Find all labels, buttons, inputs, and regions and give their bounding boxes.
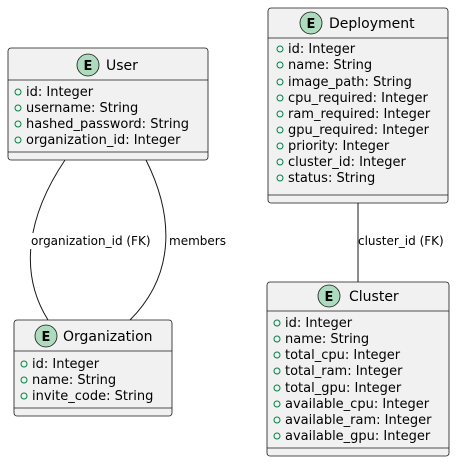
entity-title: Deployment <box>329 16 415 32</box>
attribute: priority: Integer <box>288 139 390 154</box>
attribute: total_ram: Integer <box>285 364 403 379</box>
public-circle-icon <box>273 367 281 375</box>
attribute: total_cpu: Integer <box>285 348 401 363</box>
entity-title: User <box>106 58 138 74</box>
public-circle-icon <box>20 360 28 368</box>
public-circle-icon <box>273 432 281 440</box>
relation-label-members: members <box>169 234 226 248</box>
attribute: organization_id: Integer <box>26 133 181 148</box>
entity-box <box>266 281 450 457</box>
public-circle-icon <box>276 45 284 53</box>
public-circle-icon <box>14 120 22 128</box>
attribute: available_cpu: Integer <box>285 397 430 412</box>
attribute: image_path: String <box>288 75 412 90</box>
relation-label-cluster-fk: cluster_id (FK) <box>358 234 444 248</box>
attribute: name: String <box>288 58 372 73</box>
entity-badge-icon <box>34 324 58 348</box>
entity-badge-icon <box>76 53 100 77</box>
entity-user[interactable]: E User id: Integer username: String hash… <box>7 47 209 161</box>
entity-title: Cluster <box>349 289 399 305</box>
relation-line-user-organization-members <box>129 159 167 321</box>
attribute-list: id: Integer username: String hashed_pass… <box>14 85 189 148</box>
attribute-list: id: Integer name: String total_cpu: Inte… <box>273 316 432 444</box>
public-circle-icon <box>276 142 284 150</box>
attribute: id: Integer <box>32 357 100 372</box>
public-circle-icon <box>273 400 281 408</box>
attribute-list: id: Integer name: String image_path: Str… <box>276 42 431 186</box>
entity-organization[interactable]: E Organization id: Integer name: String … <box>13 319 173 417</box>
entity-badge-letter: E <box>84 59 93 74</box>
public-circle-icon <box>273 335 281 343</box>
public-circle-icon <box>276 94 284 102</box>
entity-badge-letter: E <box>307 17 316 32</box>
public-circle-icon <box>276 126 284 134</box>
entity-badge-icon <box>317 284 341 308</box>
relation-label-organization-fk: organization_id (FK) <box>31 234 151 248</box>
public-circle-icon <box>273 319 281 327</box>
attribute: id: Integer <box>285 316 353 331</box>
entity-box <box>267 7 449 204</box>
public-circle-icon <box>14 104 22 112</box>
public-circle-icon <box>20 376 28 384</box>
public-circle-icon <box>273 351 281 359</box>
attribute: hashed_password: String <box>26 117 189 132</box>
attribute: id: Integer <box>288 42 356 57</box>
attribute: ram_required: Integer <box>288 107 431 122</box>
public-circle-icon <box>276 78 284 86</box>
attribute: cluster_id: Integer <box>288 155 407 170</box>
public-circle-icon <box>276 61 284 69</box>
entity-badge-letter: E <box>325 290 334 305</box>
attribute: available_ram: Integer <box>285 413 432 428</box>
public-circle-icon <box>273 416 281 424</box>
entity-cluster[interactable]: E Cluster id: Integer name: String total… <box>266 281 450 457</box>
attribute: total_gpu: Integer <box>285 381 402 396</box>
public-circle-icon <box>276 158 284 166</box>
public-circle-icon <box>20 392 28 400</box>
public-circle-icon <box>276 174 284 182</box>
attribute-list: id: Integer name: String invite_code: St… <box>20 357 153 404</box>
attribute: name: String <box>285 332 369 347</box>
attribute: invite_code: String <box>32 389 153 404</box>
attribute: available_gpu: Integer <box>285 429 431 444</box>
attribute: status: String <box>288 171 375 186</box>
entity-deployment[interactable]: E Deployment id: Integer name: String im… <box>267 7 449 204</box>
public-circle-icon <box>14 88 22 96</box>
entity-badge-letter: E <box>42 330 51 345</box>
public-circle-icon <box>273 384 281 392</box>
attribute: gpu_required: Integer <box>288 123 430 138</box>
public-circle-icon <box>14 136 22 144</box>
attribute: name: String <box>32 373 116 388</box>
attribute: username: String <box>26 101 138 116</box>
entity-badge-icon <box>299 11 323 35</box>
attribute: cpu_required: Integer <box>288 91 429 106</box>
attribute: id: Integer <box>26 85 94 100</box>
public-circle-icon <box>276 110 284 118</box>
entity-box <box>7 47 209 161</box>
relation-label-bg <box>29 233 163 249</box>
entity-title: Organization <box>63 329 153 345</box>
